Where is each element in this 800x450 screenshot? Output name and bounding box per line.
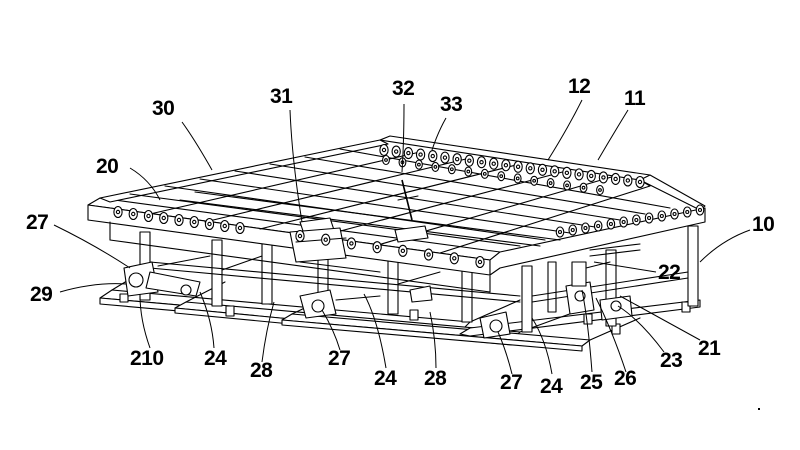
leader-lines [53, 99, 751, 375]
roller-hub [540, 167, 545, 173]
roller-hub [596, 223, 601, 229]
rollers [113, 205, 485, 269]
roller-hub [384, 158, 388, 162]
callout-27-c: 27 [500, 371, 523, 394]
callout-29: 29 [30, 283, 53, 306]
callout-12: 12 [568, 75, 591, 98]
callout-24-c: 24 [540, 375, 563, 398]
roller-hub [685, 209, 690, 215]
roller-hub [146, 213, 151, 219]
roller-hub [491, 161, 496, 166]
roller-hub [323, 237, 328, 242]
callout-30: 30 [152, 97, 175, 120]
roller-hub [418, 152, 423, 157]
callout-27-left: 27 [26, 211, 49, 234]
roller-hub [503, 163, 509, 168]
callout-27-b: 27 [328, 347, 351, 370]
roller-hub [466, 169, 471, 174]
lift-mechanisms [123, 243, 641, 339]
callout-210: 210 [130, 347, 164, 370]
rollers-right [555, 204, 705, 238]
scan-dot [758, 408, 760, 410]
callout-22: 22 [658, 261, 681, 284]
roller-hub [576, 172, 582, 177]
roller-hub [625, 178, 631, 183]
roller-hub [697, 207, 703, 213]
callout-23: 23 [660, 349, 683, 372]
roller-hub [601, 175, 606, 180]
roller-hub [565, 183, 569, 188]
callout-24-b: 24 [374, 367, 397, 390]
roller-hub [176, 217, 182, 223]
roller-hub [515, 176, 520, 181]
roller-hub [589, 173, 594, 179]
roller-hub [406, 150, 411, 156]
roller-hub [621, 219, 626, 225]
roller-hub [479, 159, 484, 165]
roller-hub [381, 147, 387, 153]
roller-hub [237, 225, 243, 231]
callout-10: 10 [752, 213, 775, 236]
callout-28-a: 28 [250, 359, 273, 382]
conveyor-deck [87, 135, 706, 293]
roller-hub [613, 176, 618, 182]
roller-hub [467, 158, 472, 163]
roller-hub [528, 166, 533, 171]
roller-hub [499, 174, 504, 179]
roller-hub [570, 227, 575, 233]
roller-hub [297, 233, 303, 239]
roller-hub [482, 171, 487, 176]
roller-hub [581, 185, 586, 190]
rollers-back [379, 143, 645, 196]
roller-hub [647, 215, 652, 221]
callout-28-b: 28 [424, 367, 447, 390]
base-frame [99, 269, 701, 352]
roller-hub [430, 153, 435, 159]
roller-hub [207, 221, 212, 227]
roller-hub [548, 181, 553, 185]
roller-hub [222, 223, 227, 229]
roller-hub [417, 162, 421, 167]
callout-24-a: 24 [204, 347, 227, 370]
roller-hub [532, 178, 537, 183]
roller-hub [557, 229, 563, 235]
roller-hub [115, 209, 121, 215]
roller-hub [452, 256, 457, 261]
roller-hub [659, 213, 664, 219]
roller-hub [564, 170, 570, 176]
roller-hub [583, 225, 588, 231]
roller-hub [131, 211, 136, 217]
roller-hub [672, 211, 677, 217]
roller-hub [426, 252, 431, 257]
roller-hub [634, 217, 639, 223]
roller-hub [349, 241, 354, 246]
roller-hub [515, 164, 521, 169]
roller-hub [637, 179, 643, 185]
callout-26: 26 [614, 367, 637, 390]
roller-hub [477, 259, 483, 265]
roller-hub [442, 155, 448, 160]
callout-33: 33 [440, 93, 463, 116]
roller-hub [374, 244, 380, 250]
roller-hub [598, 188, 602, 192]
roller-hub [161, 215, 166, 221]
roller-hub [393, 149, 399, 154]
roller-hub [400, 248, 406, 254]
roller-hub [454, 156, 460, 162]
callout-11: 11 [624, 87, 646, 110]
callout-21: 21 [698, 337, 721, 360]
roller-hub [608, 221, 613, 227]
callout-31: 31 [270, 85, 293, 108]
callout-25: 25 [580, 371, 603, 394]
callout-32: 32 [392, 77, 415, 100]
roller-hub [449, 167, 454, 172]
roller-hub [552, 169, 557, 174]
callout-20: 20 [96, 155, 119, 178]
roller-hub [192, 219, 197, 225]
roller-hub [433, 165, 438, 169]
